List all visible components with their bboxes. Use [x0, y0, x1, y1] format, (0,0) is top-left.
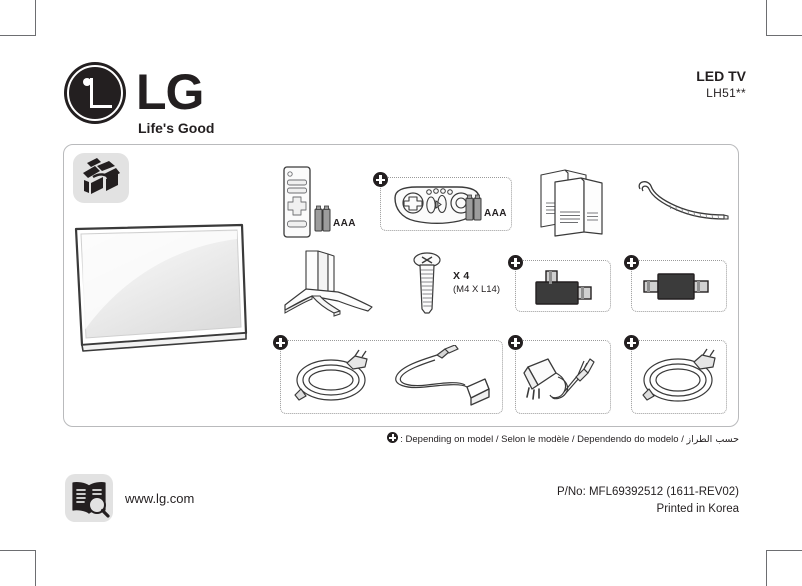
printed-in: Printed in Korea	[656, 503, 739, 515]
magic-remote-group: AAA	[380, 177, 512, 231]
optional-items-footnote: : Depending on model / Selon le modèle /…	[63, 432, 739, 448]
rf-adapter-inline-group	[631, 260, 727, 312]
crop-mark-top-right-horizontal	[766, 35, 802, 36]
optional-badge-power-cord-adapter	[273, 335, 288, 350]
print-info: P/No: MFL69392512 (1611-REV02) Printed i…	[557, 484, 739, 518]
power-cord-and-adapter-group	[280, 340, 503, 414]
optional-badge-icon	[387, 432, 399, 443]
cable-tie-illustration	[634, 177, 734, 223]
optional-badge-rf-adapter-inline	[624, 255, 639, 270]
crop-mark-bottom-right-vertical	[766, 550, 767, 586]
tv-unit-illustration	[72, 223, 252, 358]
lg-logo: LG Life's Good	[64, 62, 244, 142]
manual-search-icon	[65, 474, 113, 522]
footnote-text: : Depending on model / Selon le modèle /…	[400, 434, 687, 445]
optional-badge-magic-remote	[373, 172, 388, 187]
optional-badge-rf-adapter-angled	[508, 255, 523, 270]
lg-face-mark-icon	[64, 62, 126, 124]
accessories-panel: AAA AAA	[63, 144, 739, 427]
lg-tagline: Life's Good	[138, 120, 215, 136]
standard-remote-battery-label: AAA	[333, 218, 356, 229]
magic-remote-battery-label: AAA	[484, 208, 507, 219]
footnote-text-arabic: حسب الطراز	[686, 434, 740, 445]
page-footer: www.lg.com P/No: MFL69392512 (1611-REV02…	[63, 470, 739, 530]
screw-group: X 4 (M4 X L14)	[409, 251, 519, 315]
standard-remote-group: AAA	[282, 165, 360, 241]
lg-wordmark: LG	[136, 64, 204, 120]
product-identification: LED TV LH51**	[696, 68, 746, 101]
crop-mark-bottom-left-horizontal	[0, 550, 36, 551]
tv-stand-illustration	[282, 249, 392, 317]
optional-badge-power-cord	[624, 335, 639, 350]
page-header: LG Life's Good LED TV LH51**	[56, 56, 746, 136]
rf-adapter-angled-group	[515, 260, 611, 312]
product-title: LED TV	[696, 68, 746, 84]
website-url[interactable]: www.lg.com	[125, 491, 195, 506]
crop-mark-bottom-right-horizontal	[766, 550, 802, 551]
screw-spec-label: (M4 X L14)	[453, 284, 500, 295]
product-model: LH51**	[706, 86, 746, 100]
crop-mark-top-left-horizontal	[0, 35, 36, 36]
unboxing-icon	[73, 153, 129, 203]
manuals-illustration	[538, 167, 614, 239]
wall-power-adapter-group	[515, 340, 611, 414]
optional-badge-wall-adapter	[508, 335, 523, 350]
crop-mark-top-right-vertical	[766, 0, 767, 36]
crop-mark-bottom-left-vertical	[35, 550, 36, 586]
part-number: P/No: MFL69392512 (1611-REV02)	[557, 486, 739, 498]
screw-count-label: X 4	[453, 270, 470, 282]
power-cord-group	[631, 340, 727, 414]
crop-mark-top-left-vertical	[35, 0, 36, 36]
